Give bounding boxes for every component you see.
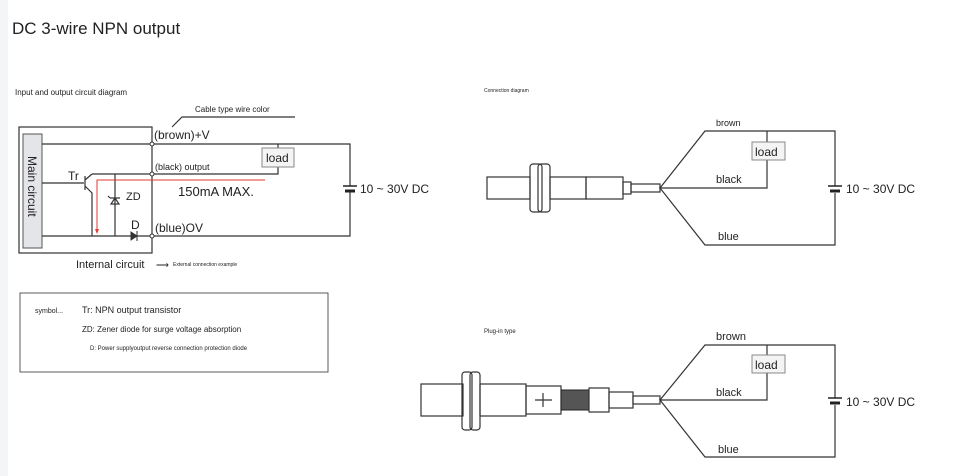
plugin-heading: Plug-in type — [484, 329, 516, 335]
supply-label: 10 ~ 30V DC — [846, 395, 915, 409]
cable-note: Cable type wire color — [195, 105, 270, 114]
black-wire-label: black — [716, 387, 742, 399]
internal-circuit-box — [18, 126, 153, 254]
d-label: D — [131, 218, 140, 232]
black-wire-label: black — [716, 174, 742, 186]
tr-label: Tr — [68, 169, 79, 183]
symbol-item: ZD: Zener diode for surge voltage absorp… — [82, 325, 241, 334]
load-label: load — [266, 151, 289, 165]
zd-label: ZD — [126, 191, 141, 203]
symbol-legend: symbol... Tr: NPN output transistor ZD: … — [19, 292, 329, 373]
arrow-icon: ⟶ — [156, 260, 169, 270]
current-label: 150mA MAX. — [178, 184, 254, 199]
blue-wire-label: blue — [718, 444, 739, 456]
supply-label: 10 ~ 30V DC — [846, 182, 915, 196]
sensor-body — [486, 176, 531, 200]
connection-heading: Connection diagram — [484, 88, 529, 94]
diode-d-icon — [130, 231, 138, 241]
main-circuit-label: Main circuit — [25, 156, 39, 217]
symbol-label: symbol... — [35, 308, 63, 315]
brown-wire-label: brown — [716, 118, 741, 128]
brown-terminal-label: (brown)+V — [154, 128, 210, 142]
plugin-diagram: Plug-in type load brown black blue 10 ~ … — [420, 329, 915, 458]
load-label: load — [755, 358, 778, 372]
page-title: DC 3-wire NPN output — [12, 19, 180, 38]
blue-terminal-label: (blue)OV — [155, 221, 203, 235]
black-terminal-label: (black) output — [155, 162, 210, 172]
supply-label: 10 ~ 30V DC — [360, 182, 429, 196]
load-label: load — [755, 145, 778, 159]
current-path — [96, 179, 265, 230]
internal-circuit-label: Internal circuit — [76, 259, 144, 271]
cable-note-pointer — [171, 116, 295, 128]
symbol-item: D: Power supplyoutput reverse connection… — [90, 346, 248, 352]
circuit-heading: Input and output circuit diagram — [15, 88, 127, 97]
io-circuit-diagram: Input and output circuit diagram Cable t… — [15, 88, 429, 271]
left-strip — [0, 0, 8, 476]
brown-wire-label: brown — [716, 331, 746, 343]
load-box — [261, 147, 295, 168]
main-circuit-block — [22, 133, 43, 249]
blue-wire-label: blue — [718, 231, 739, 243]
connection-diagram: Connection diagram load brown black blue… — [484, 88, 915, 246]
symbol-item: Tr: NPN output transistor — [82, 305, 181, 315]
external-connection-label: External connection example — [173, 262, 237, 268]
